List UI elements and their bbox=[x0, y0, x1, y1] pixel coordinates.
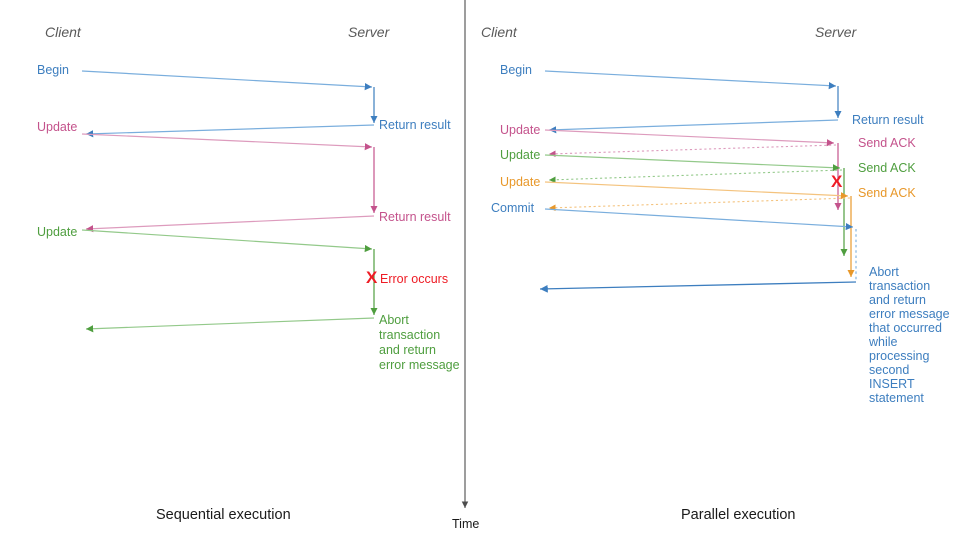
arrow-return-result-right bbox=[548, 119, 839, 134]
message-label-send-ack-2: Send ACK bbox=[858, 161, 916, 175]
message-label-begin-left: Begin bbox=[37, 63, 69, 77]
message-label-update-2-left: Update bbox=[37, 225, 78, 239]
message-label-update-3-right: Update bbox=[500, 175, 541, 189]
abort-line-7-right: processing bbox=[869, 349, 930, 363]
arrow-update-3-right bbox=[544, 181, 849, 200]
message-label-begin-right: Begin bbox=[500, 63, 532, 77]
abort-line-3-left: and return bbox=[379, 343, 436, 357]
error-label-left: Error occurs bbox=[380, 272, 449, 286]
abort-line-2-left: transaction bbox=[379, 328, 441, 342]
abort-line-4-left: error message bbox=[379, 358, 460, 372]
actor-label-server-left: Server bbox=[348, 24, 390, 40]
time-axis-label: Time bbox=[452, 517, 480, 531]
message-label-return-result-1: Return result bbox=[379, 118, 451, 132]
arrow-update-1-right bbox=[544, 129, 835, 147]
msg-begin-left bbox=[81, 70, 373, 91]
abort-line-6-right: while bbox=[869, 335, 898, 349]
abort-line-8-right: second bbox=[869, 363, 910, 377]
arrow-update-2 bbox=[81, 229, 373, 253]
arrow-update-2-right bbox=[544, 154, 841, 172]
arrow-return-result-1 bbox=[85, 124, 375, 138]
abort-line-10-right: statement bbox=[869, 391, 924, 405]
panel-caption-sequential: Sequential execution bbox=[156, 507, 291, 523]
panel-sequential bbox=[81, 70, 378, 333]
arrow-commit bbox=[544, 208, 854, 231]
message-label-update-2-right: Update bbox=[500, 148, 541, 162]
actor-label-client-right: Client bbox=[481, 24, 517, 40]
arrow-send-ack-2 bbox=[548, 169, 843, 184]
abort-line-5-right: that occurred bbox=[869, 321, 942, 335]
arrow-update-1 bbox=[81, 133, 373, 151]
abort-line-4-right: error message bbox=[869, 307, 950, 321]
abort-line-1-right: Abort bbox=[869, 265, 899, 279]
actor-label-server-right: Server bbox=[815, 24, 857, 40]
arrow-send-ack-3 bbox=[548, 197, 851, 212]
panel-caption-parallel: Parallel execution bbox=[681, 507, 796, 523]
message-label-update-1-left: Update bbox=[37, 120, 78, 134]
panel-parallel bbox=[539, 70, 857, 293]
abort-line-3-right: and return bbox=[869, 293, 926, 307]
abort-line-2-right: transaction bbox=[869, 279, 931, 293]
arrow-begin bbox=[81, 70, 373, 91]
error-x-icon-right: X bbox=[831, 172, 843, 191]
arrow-send-ack-1 bbox=[548, 144, 837, 158]
abort-line-9-right: INSERT bbox=[869, 377, 915, 391]
actor-label-client-left: Client bbox=[45, 24, 81, 40]
arrow-abort-return-right bbox=[539, 281, 857, 293]
message-label-return-result-right: Return result bbox=[852, 113, 924, 127]
message-label-return-result-2: Return result bbox=[379, 210, 451, 224]
message-label-update-1-right: Update bbox=[500, 123, 541, 137]
abort-line-1-left: Abort bbox=[379, 313, 409, 327]
arrow-abort-return-left bbox=[85, 317, 375, 333]
message-label-send-ack-1: Send ACK bbox=[858, 136, 916, 150]
arrow-begin-right bbox=[544, 70, 837, 90]
message-label-commit: Commit bbox=[491, 201, 535, 215]
arrow-return-result-2 bbox=[85, 215, 375, 233]
message-label-send-ack-3: Send ACK bbox=[858, 186, 916, 200]
error-x-icon-left: X bbox=[366, 268, 378, 287]
